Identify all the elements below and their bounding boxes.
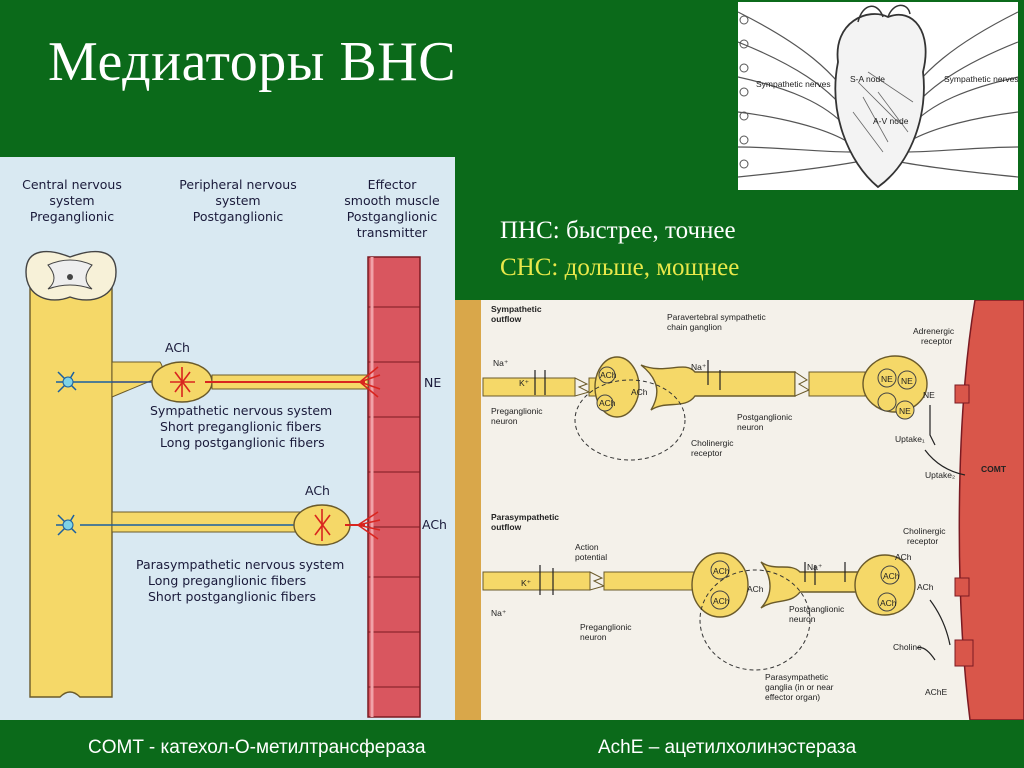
parasympathetic-pathway bbox=[56, 504, 381, 546]
adrenergic-receptor-line2: receptor bbox=[921, 336, 952, 346]
ans-pathways-svg: Central nervous system Preganglionic Per… bbox=[22, 177, 447, 718]
bullet-list: ПНС: быстрее, точнее СНС: дольше, мощнее bbox=[500, 212, 739, 286]
ach-cleft-c: ACh bbox=[631, 387, 648, 397]
heart-innervation-figure: Sympathetic nerves Sympathetic nerves S-… bbox=[738, 2, 1018, 190]
ne-vesicle-c: NE bbox=[899, 406, 911, 416]
ach-cleft-i: ACh bbox=[917, 582, 934, 592]
ach-label-bottom: ACh bbox=[305, 483, 330, 498]
cholinergic-receptor-line2: receptor bbox=[691, 448, 722, 458]
pre-neuron-line1: Preganglionic bbox=[491, 406, 543, 416]
header-pns-line1: Peripheral nervous bbox=[179, 177, 296, 192]
na-label-2: Na⁺ bbox=[691, 362, 707, 372]
header-effector-line4: transmitter bbox=[357, 225, 428, 240]
parasympathetic-outflow-line2: outflow bbox=[491, 522, 522, 532]
para-ganglia-line1: Parasympathetic bbox=[765, 672, 829, 682]
header-pns-line2: system bbox=[215, 193, 260, 208]
k-label-1: K⁺ bbox=[519, 378, 530, 388]
header-effector-line3: Postganglionic bbox=[347, 209, 438, 224]
k-label-2: K⁺ bbox=[521, 578, 532, 588]
para-text-line2: Long preganglionic fibers bbox=[148, 573, 306, 588]
synapse-detail-diagram: Sympathetic outflow Paravertebral sympat… bbox=[455, 300, 1024, 720]
effector-smooth-muscle bbox=[367, 256, 421, 718]
header-cns-line3: Preganglionic bbox=[30, 209, 114, 224]
footer-ache: AchE – ацетилхолинэстераза bbox=[598, 737, 857, 758]
symp-text-line1: Sympathetic nervous system bbox=[150, 403, 332, 418]
cholinergic2-line1: Cholinergic bbox=[903, 526, 946, 536]
bullet-sns: СНС: дольше, мощнее bbox=[500, 254, 740, 281]
post-neuron2-line2: neuron bbox=[789, 614, 816, 624]
ach-vesicle-h: ACh bbox=[880, 598, 897, 608]
ach-vesicle-g: ACh bbox=[883, 571, 900, 581]
symp-text-line2: Short preganglionic fibers bbox=[160, 419, 321, 434]
ne-vesicle-a: NE bbox=[881, 374, 893, 384]
ne-vesicle-b: NE bbox=[901, 376, 913, 386]
post-neuron-line2: neuron bbox=[737, 422, 764, 432]
sympathetic-pathway bbox=[56, 361, 381, 403]
comt-label: COMT bbox=[981, 464, 1007, 474]
sympathetic-outflow-row bbox=[482, 355, 970, 476]
left-border-strip bbox=[455, 300, 481, 720]
pre-neuron2-line1: Preganglionic bbox=[580, 622, 632, 632]
choline-label: Choline bbox=[893, 642, 922, 652]
effector-organ bbox=[958, 300, 1024, 720]
paravertebral-line2: chain ganglion bbox=[667, 322, 722, 332]
para-ganglia-line3: effector organ) bbox=[765, 692, 820, 702]
uptake1-label: Uptake₁ bbox=[895, 434, 925, 444]
av-node-label: A-V node bbox=[873, 116, 909, 126]
uptake2-label: Uptake₂ bbox=[925, 470, 955, 480]
post-neuron-line1: Postganglionic bbox=[737, 412, 793, 422]
parasympathetic-outflow-row bbox=[482, 552, 974, 671]
spinal-cord bbox=[25, 251, 117, 698]
cholinergic-receptor-line1: Cholinergic bbox=[691, 438, 734, 448]
cholinergic2-line2: receptor bbox=[907, 536, 938, 546]
sympathetic-nerves-left-label: Sympathetic nerves bbox=[756, 79, 831, 89]
na-label-3: Na⁺ bbox=[491, 608, 507, 618]
ache-label: AChE bbox=[925, 687, 948, 697]
na-label-1: Na⁺ bbox=[493, 358, 509, 368]
symp-text-line3: Long postganglionic fibers bbox=[160, 435, 325, 450]
ach-cleft-f: ACh bbox=[747, 584, 764, 594]
parasympathetic-outflow-line1: Parasympathetic bbox=[491, 512, 559, 522]
footer-bar: COMT - катехол-О-метилтрансфераза AchE –… bbox=[0, 727, 1024, 768]
ne-cleft-d: NE bbox=[923, 390, 935, 400]
sympathetic-outflow-line2: outflow bbox=[491, 314, 522, 324]
pre-neuron2-line2: neuron bbox=[580, 632, 607, 642]
ach-label-top: ACh bbox=[165, 340, 190, 355]
ach-vesicle-d: ACh bbox=[713, 566, 730, 576]
ne-label: NE bbox=[424, 375, 441, 390]
header-cns-line1: Central nervous bbox=[22, 177, 122, 192]
na-label-4: Na⁺ bbox=[807, 562, 823, 572]
adrenergic-receptor-line1: Adrenergic bbox=[913, 326, 955, 336]
para-text-line3: Short postganglionic fibers bbox=[148, 589, 316, 604]
sympathetic-nerves-right-label: Sympathetic nerves bbox=[944, 74, 1018, 84]
ach-vesicle-a: ACh bbox=[600, 370, 617, 380]
header-effector-line2: smooth muscle bbox=[344, 193, 440, 208]
ach-label-right: ACh bbox=[422, 517, 447, 532]
action-potential-line1: Action bbox=[575, 542, 599, 552]
ach-vesicle-b: ACh bbox=[599, 398, 616, 408]
heart-drawing: Sympathetic nerves Sympathetic nerves S-… bbox=[738, 4, 1018, 189]
ach-label-j: ACh bbox=[895, 552, 912, 562]
paravertebral-line1: Paravertebral sympathetic bbox=[667, 312, 766, 322]
sympathetic-outflow-line1: Sympathetic bbox=[491, 304, 542, 314]
header-effector-line1: Effector bbox=[368, 177, 418, 192]
action-potential-line2: potential bbox=[575, 552, 607, 562]
footer-comt: COMT - катехол-О-метилтрансфераза bbox=[88, 737, 426, 758]
synapse-detail-svg: Sympathetic outflow Paravertebral sympat… bbox=[455, 300, 1024, 720]
para-ganglia-line2: ganglia (in or near bbox=[765, 682, 834, 692]
heart-shape bbox=[834, 13, 927, 189]
ach-vesicle-e: ACh bbox=[713, 596, 730, 606]
pre-neuron-line2: neuron bbox=[491, 416, 518, 426]
bullet-pns: ПНС: быстрее, точнее bbox=[500, 217, 736, 244]
slide-title: Медиаторы ВНС bbox=[48, 31, 457, 93]
header-cns-line2: system bbox=[49, 193, 94, 208]
header-pns-line3: Postganglionic bbox=[193, 209, 284, 224]
para-text-line1: Parasympathetic nervous system bbox=[136, 557, 344, 572]
sa-node-label: S-A node bbox=[850, 74, 885, 84]
ans-pathways-diagram: Central nervous system Preganglionic Per… bbox=[0, 157, 455, 720]
post-neuron2-line1: Postganglionic bbox=[789, 604, 845, 614]
